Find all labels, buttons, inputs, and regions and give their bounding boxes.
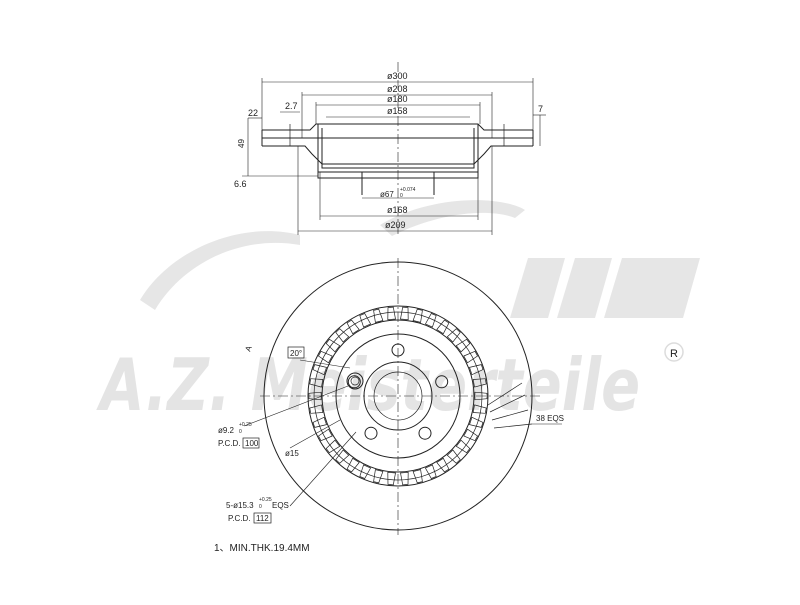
bolt-holes-suffix: EQS xyxy=(272,501,289,510)
hole-small-tol-lower: 0 xyxy=(239,429,242,435)
watermark-stripes xyxy=(510,258,700,318)
disc-cross-section xyxy=(261,123,534,195)
cooling-vane xyxy=(335,328,350,343)
cooling-vane xyxy=(312,364,327,376)
cooling-vane xyxy=(424,464,437,479)
dim-d67-tol-upper: +0.074 xyxy=(400,187,416,193)
vanes-count: 38 EQS xyxy=(536,414,564,423)
cooling-vane xyxy=(463,428,478,442)
watermark-swoosh xyxy=(140,231,300,310)
pcd-value-2: 112 xyxy=(256,514,269,523)
dim-t49: 49 xyxy=(237,139,246,148)
vane-callout-lines xyxy=(487,382,533,429)
dim-d67: ø67 xyxy=(380,190,394,199)
cooling-vane xyxy=(463,350,478,364)
section-view: ø300 ø208 ø180 ø158 ø67 +0.074 0 ø168 ø2… xyxy=(234,62,546,235)
cooling-vane xyxy=(400,306,409,321)
cooling-vane xyxy=(400,471,409,486)
cooling-vane xyxy=(373,469,384,484)
min-thickness-note: 1、MIN.THK.19.4MM xyxy=(214,543,310,554)
cooling-vane xyxy=(436,457,450,473)
dim-t22: 22 xyxy=(248,108,258,118)
watermark-swoosh-2 xyxy=(380,200,525,236)
cooling-vane xyxy=(318,350,333,364)
angle-box xyxy=(287,346,305,359)
cooling-vane xyxy=(325,439,341,454)
bolt-hole xyxy=(435,375,449,389)
pcd-label-2: P.C.D. xyxy=(228,514,251,523)
cooling-vane xyxy=(359,313,372,328)
hole-small-label: ø9.2 xyxy=(218,426,235,435)
pcd-box-2 xyxy=(253,512,272,524)
cooling-vane xyxy=(455,338,471,353)
cooling-vane xyxy=(446,449,461,464)
cooling-vane xyxy=(387,471,396,486)
cooling-vanes xyxy=(308,306,488,486)
registered-mark: R xyxy=(670,348,678,360)
dim-d209: ø209 xyxy=(385,220,406,230)
bolt-holes-tol-lower: 0 xyxy=(259,504,262,510)
cooling-vane xyxy=(472,404,487,414)
front-view: 38 EQS 20° A ø9.2 +0.25 0 P.C.D. 100 ø15… xyxy=(218,258,564,535)
dim-t2-7: 2.7 xyxy=(285,101,298,111)
cooling-vane xyxy=(359,464,372,479)
locating-hole xyxy=(346,372,364,390)
cooling-vane xyxy=(309,378,324,388)
cooling-vane xyxy=(387,306,396,321)
cooling-vane xyxy=(436,319,450,335)
cooling-vane xyxy=(469,416,484,428)
hole-small-tol-upper: +0.25 xyxy=(239,422,252,428)
cooling-vane xyxy=(446,328,461,343)
vane-outer-ring xyxy=(307,305,489,487)
dim-d168: ø168 xyxy=(387,205,408,215)
angle-label: 20° xyxy=(290,349,302,358)
cooling-vane xyxy=(474,391,488,401)
pcd-label-1: P.C.D. xyxy=(218,439,241,448)
cooling-vane xyxy=(469,364,484,376)
bolt-hole xyxy=(364,426,378,440)
dim-d300: ø300 xyxy=(387,71,408,81)
cooling-vane xyxy=(325,338,341,353)
section-mark: A xyxy=(243,344,254,353)
cooling-vane xyxy=(424,313,437,328)
cooling-vane xyxy=(346,319,360,335)
bolt-holes-tol-upper: +0.25 xyxy=(259,497,272,503)
cooling-vane xyxy=(346,457,360,473)
dim-d180: ø180 xyxy=(387,94,408,104)
cooling-vane xyxy=(455,439,471,454)
cooling-vane xyxy=(373,308,384,323)
registered-mark-circle xyxy=(664,342,684,362)
cooling-vane xyxy=(412,308,423,323)
dim-d208: ø208 xyxy=(387,84,408,94)
dim-d15: ø15 xyxy=(285,449,299,458)
pcd-box-1 xyxy=(242,437,260,449)
cooling-vane xyxy=(318,428,333,442)
dim-d158: ø158 xyxy=(387,106,408,116)
dim-t7: 7 xyxy=(538,104,543,114)
pcd-value-1: 100 xyxy=(245,439,259,448)
cooling-vane xyxy=(308,391,322,401)
bolt-hole xyxy=(347,375,361,389)
dim-d67-tol-lower: 0 xyxy=(400,193,403,199)
dim-t6-6: 6.6 xyxy=(234,179,247,189)
cooling-vane xyxy=(335,449,350,464)
cooling-vane xyxy=(312,416,327,428)
locating-hole-inner xyxy=(350,376,360,386)
bolt-hole xyxy=(418,426,432,440)
cooling-vane xyxy=(412,469,423,484)
cooling-vane xyxy=(472,378,487,388)
bolt-holes-label: 5-ø15.3 xyxy=(226,501,254,510)
section-dimensions: ø300 ø208 ø180 ø158 ø67 +0.074 0 ø168 ø2… xyxy=(234,71,546,235)
cooling-vane xyxy=(309,404,324,414)
